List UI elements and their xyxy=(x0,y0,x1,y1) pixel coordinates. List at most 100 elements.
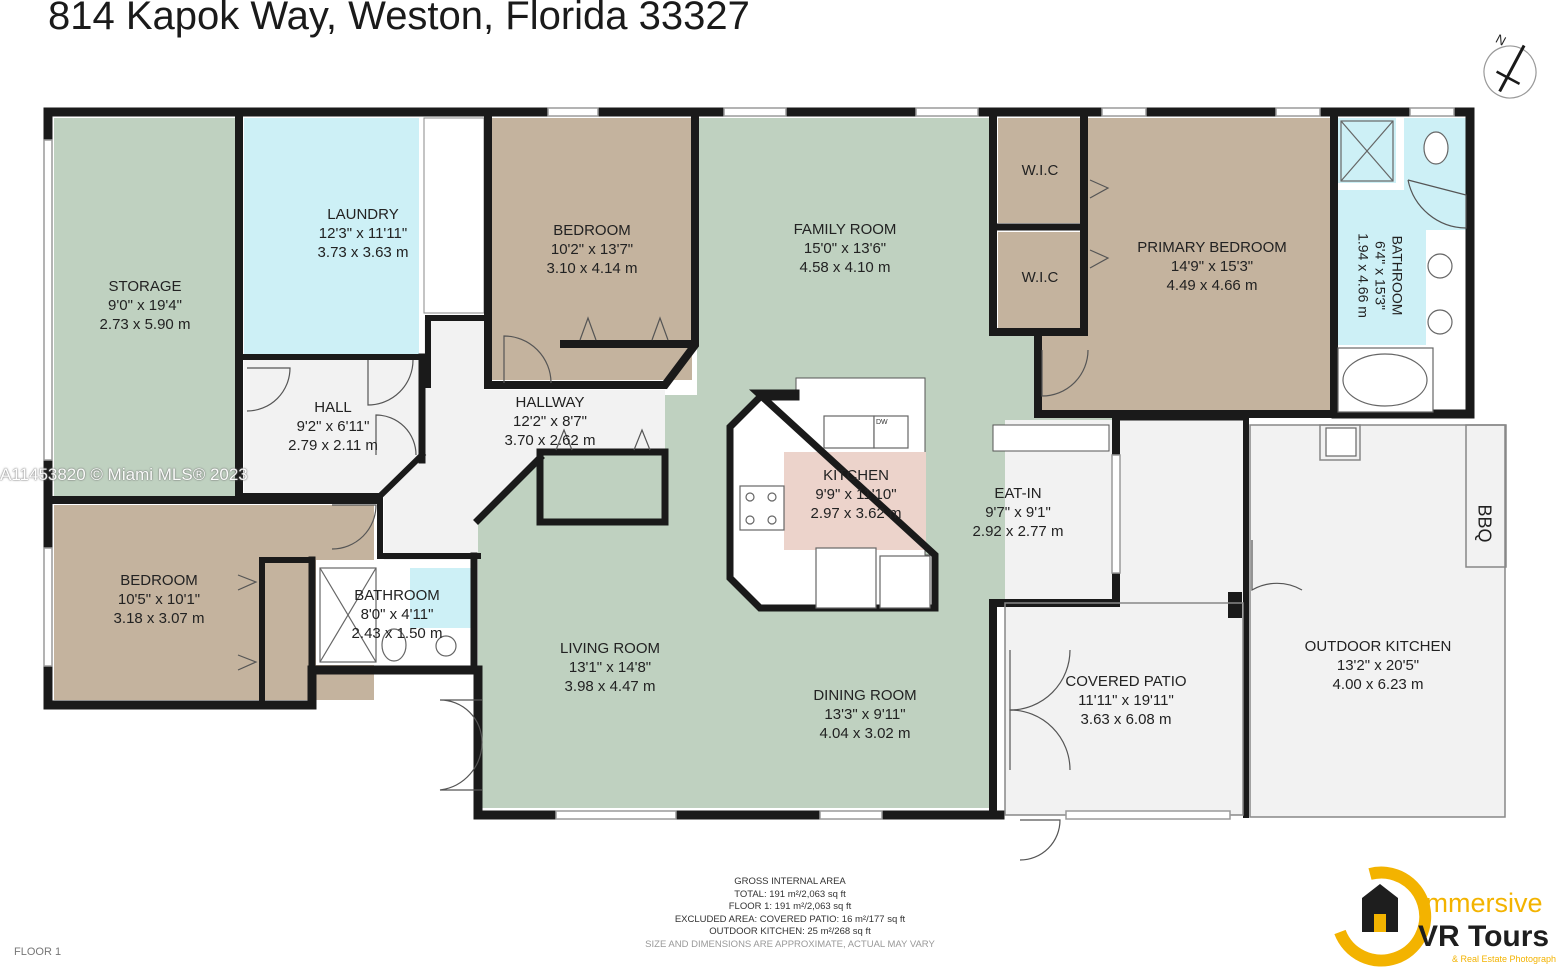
bbq-label: BBQ xyxy=(1474,504,1495,543)
dishwasher-label: DW xyxy=(876,419,888,426)
room-laundry: LAUNDRY 12'3" x 11'11" 3.73 x 3.63 m xyxy=(318,205,409,262)
fixtures xyxy=(319,120,1453,663)
hallway-fill xyxy=(384,320,665,560)
room-name: DINING ROOM xyxy=(813,687,917,704)
bathroom2-blue xyxy=(410,568,472,628)
room-imperial: 13'2" x 20'5" xyxy=(1336,657,1420,674)
room-wic-2: W.I.C xyxy=(1022,268,1059,287)
covered-patio-fill xyxy=(1005,420,1243,815)
room-imperial: 15'0" x 13'6" xyxy=(803,240,887,257)
room-metric: 3.10 x 4.14 m xyxy=(546,260,638,277)
area-summary: GROSS INTERNAL AREA TOTAL: 191 m²/2,063 … xyxy=(645,876,935,951)
room-fills xyxy=(54,117,1505,817)
room-name: BATHROOM xyxy=(1389,235,1406,316)
room-name: HALLWAY xyxy=(515,394,585,411)
room-name: FAMILY ROOM xyxy=(793,221,897,238)
room-eat-in: EAT-IN 9'7" x 9'1" 2.92 x 2.77 m xyxy=(973,484,1064,541)
room-imperial: 9'2" x 6'11" xyxy=(296,418,370,435)
windows xyxy=(43,107,1455,820)
room-metric: 3.70 x 2.62 m xyxy=(504,432,596,449)
room-metric: 2.79 x 2.11 m xyxy=(288,437,378,454)
room-metric: 3.63 x 6.08 m xyxy=(1080,711,1172,728)
primary-bedroom-fill xyxy=(1040,118,1332,412)
logo-line2: VR Tours xyxy=(1418,920,1550,953)
room-metric: 1.94 x 4.66 m xyxy=(1355,233,1372,318)
room-dining-room: DINING ROOM 13'3" x 9'11" 4.04 x 3.02 m xyxy=(813,686,916,743)
room-name: BATHROOM xyxy=(354,587,440,604)
room-name: PRIMARY BEDROOM xyxy=(1137,239,1287,256)
mls-watermark: A11453820 © Miami MLS® 2023 xyxy=(0,465,248,484)
room-name: KITCHEN xyxy=(823,467,889,484)
room-name: W.I.C xyxy=(1021,162,1059,179)
room-name: BEDROOM xyxy=(120,572,198,589)
logo-icon xyxy=(1334,866,1432,967)
area-note: SIZE AND DIMENSIONS ARE APPROXIMATE, ACT… xyxy=(645,938,935,950)
brand-logo: Immersive VR Tours & Real Estate Photogr… xyxy=(1340,868,1556,968)
room-metric: 4.58 x 4.10 m xyxy=(799,259,891,276)
logo-line1: Immersive xyxy=(1418,888,1543,918)
area-total: TOTAL: 191 m²/2,063 sq ft xyxy=(734,888,846,900)
laundry-fill xyxy=(244,118,419,355)
room-bedroom-1: BEDROOM 10'2" x 13'7" 3.10 x 4.14 m xyxy=(547,221,638,278)
room-outdoor-kitchen: OUTDOOR KITCHEN 13'2" x 20'5" 4.00 x 6.2… xyxy=(1305,637,1452,694)
room-metric: 2.43 x 1.50 m xyxy=(351,625,443,642)
room-imperial: 9'0" x 19'4" xyxy=(108,297,182,314)
vanity-fill xyxy=(1338,190,1426,345)
hall-fill xyxy=(244,360,419,495)
room-imperial: 9'9" x 11'10" xyxy=(815,486,897,503)
room-metric: 2.97 x 3.62 m xyxy=(810,505,902,522)
address-title: 814 Kapok Way, Weston, Florida 33327 xyxy=(48,0,750,38)
compass-icon xyxy=(1483,44,1537,99)
room-metric: 3.18 x 3.07 m xyxy=(113,610,205,627)
room-primary-bedroom: PRIMARY BEDROOM 14'9" x 15'3" 4.49 x 4.6… xyxy=(1137,238,1286,295)
room-imperial: 8'0" x 4'11" xyxy=(360,606,434,623)
closet-fill xyxy=(266,565,312,695)
room-metric: 4.00 x 6.23 m xyxy=(1332,676,1424,693)
area-title: GROSS INTERNAL AREA xyxy=(734,876,846,887)
room-kitchen: KITCHEN 9'9" x 11'10" 2.97 x 3.62 m xyxy=(811,466,902,523)
room-metric: 4.49 x 4.66 m xyxy=(1166,277,1258,294)
outdoor-kitchen-fill xyxy=(1250,425,1505,817)
room-imperial: 9'7" x 9'1" xyxy=(985,504,1051,521)
room-imperial: 10'2" x 13'7" xyxy=(550,241,634,258)
room-metric: 2.73 x 5.90 m xyxy=(99,316,191,333)
room-family-room: FAMILY ROOM 15'0" x 13'6" 4.58 x 4.10 m xyxy=(794,220,897,277)
outdoor-kitchen-outline xyxy=(1004,424,1507,818)
floor-label: FLOOR 1 xyxy=(14,946,62,958)
room-covered-patio: COVERED PATIO 11'11" x 19'11" 3.63 x 6.0… xyxy=(1065,672,1186,729)
room-storage: STORAGE 9'0" x 19'4" 2.73 x 5.90 m xyxy=(100,277,191,334)
room-metric: 3.98 x 4.47 m xyxy=(564,678,656,695)
wic1-fill xyxy=(998,118,1082,223)
room-imperial: 12'2" x 8'7" xyxy=(513,413,587,430)
room-imperial: 6'4" x 15'3" xyxy=(1372,241,1389,310)
room-imperial: 10'5" x 10'1" xyxy=(117,591,201,608)
room-metric: 3.73 x 3.63 m xyxy=(317,244,409,261)
room-wic-1: W.I.C xyxy=(1022,161,1059,180)
room-imperial: 11'11" x 19'11" xyxy=(1078,692,1174,709)
room-name: HALL xyxy=(314,399,352,416)
room-bathroom-2: BATHROOM 8'0" x 4'11" 2.43 x 1.50 m xyxy=(352,586,443,643)
room-bedroom-2: BEDROOM 10'5" x 10'1" 3.18 x 3.07 m xyxy=(114,571,205,628)
room-name: COVERED PATIO xyxy=(1065,673,1187,690)
room-imperial: 13'1" x 14'8" xyxy=(568,659,652,676)
laundry-cabinet xyxy=(423,117,485,314)
room-living-room: LIVING ROOM 13'1" x 14'8" 3.98 x 4.47 m xyxy=(560,639,660,696)
room-name: LIVING ROOM xyxy=(559,640,661,657)
storage-fill xyxy=(54,118,236,498)
room-hall: HALL 9'2" x 6'11" 2.79 x 2.11 m xyxy=(288,398,378,455)
room-imperial: 13'3" x 9'11" xyxy=(824,706,906,723)
area-outdoor: OUTDOOR KITCHEN: 25 m²/268 sq ft xyxy=(709,926,871,937)
room-metric: 4.04 x 3.02 m xyxy=(819,725,911,742)
logo-tagline: & Real Estate Photography xyxy=(1452,954,1556,964)
room-bathroom-primary: BATHROOM 6'4" x 15'3" 1.94 x 4.66 m xyxy=(1355,216,1406,336)
room-name: OUTDOOR KITCHEN xyxy=(1304,638,1452,655)
room-name: BEDROOM xyxy=(553,222,631,239)
kitchen-fill xyxy=(784,452,926,550)
wic2-fill xyxy=(998,232,1082,329)
room-hallway: HALLWAY 12'2" x 8'7" 3.70 x 2.62 m xyxy=(505,393,596,450)
room-name: LAUNDRY xyxy=(327,206,399,223)
doors xyxy=(237,179,1467,861)
eat-in-bar xyxy=(992,424,1110,452)
room-imperial: 14'9" x 15'3" xyxy=(1170,258,1254,275)
room-imperial: 12'3" x 11'11" xyxy=(318,225,408,242)
